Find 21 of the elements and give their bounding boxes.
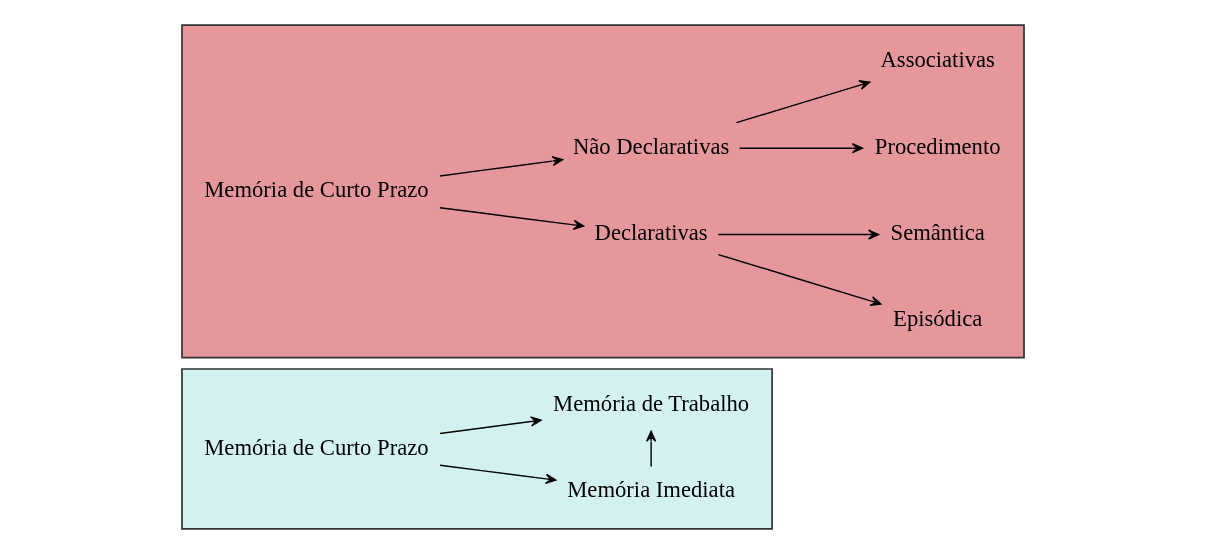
- cluster: [181, 24, 1025, 359]
- arrow: [439, 155, 564, 177]
- node-text: Episódica: [893, 306, 983, 332]
- node-text: Semântica: [890, 219, 985, 245]
- node-text: Memória de Trabalho: [553, 391, 750, 417]
- arrow: [645, 430, 657, 468]
- node-text: Declarativas: [594, 219, 708, 245]
- arrow: [738, 143, 863, 154]
- node-text: Memória de Curto Prazo: [204, 435, 429, 461]
- arrow: [717, 253, 882, 307]
- cluster: [181, 368, 773, 530]
- arrow: [439, 207, 585, 230]
- arrow: [717, 229, 880, 240]
- arrow: [735, 80, 871, 124]
- arrow: [439, 464, 557, 484]
- arrow: [439, 416, 542, 435]
- node-text: Associativas: [880, 47, 995, 73]
- node-text: Procedimento: [874, 133, 1001, 159]
- node-text: Não Declarativas: [572, 133, 730, 159]
- node-text: Memória Imediata: [567, 477, 735, 503]
- node-text: Memória de Curto Prazo: [204, 177, 429, 203]
